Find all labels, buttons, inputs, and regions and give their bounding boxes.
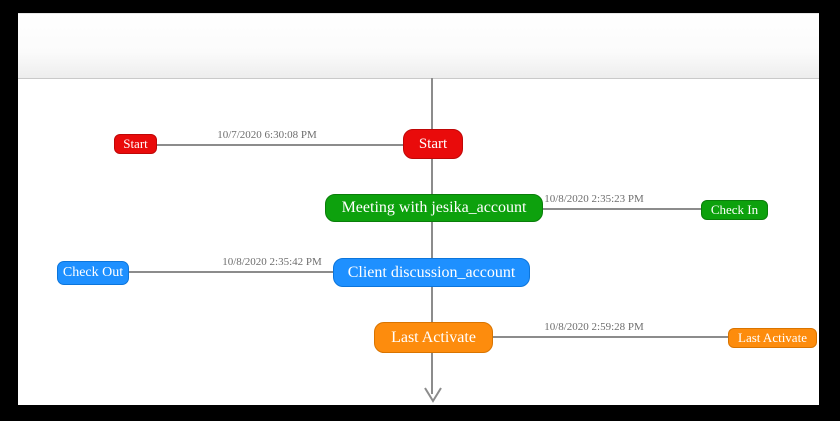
event-node-start[interactable]: Start (403, 129, 463, 159)
event-node-last-activate[interactable]: Last Activate (374, 322, 493, 353)
side-node-check-out[interactable]: Check Out (57, 261, 129, 285)
connector-line (157, 144, 403, 146)
timeline-axis (431, 78, 433, 394)
connector-line (543, 208, 701, 210)
timestamp-label: 10/7/2020 6:30:08 PM (217, 129, 317, 141)
connector-line (493, 336, 728, 338)
side-node-check-in[interactable]: Check In (701, 200, 768, 220)
timestamp-label: 10/8/2020 2:35:23 PM (544, 193, 644, 205)
side-node-start[interactable]: Start (114, 134, 157, 154)
connector-line (129, 271, 333, 273)
event-node-meeting[interactable]: Meeting with jesika_account (325, 194, 543, 222)
side-node-last-activate[interactable]: Last Activate (728, 328, 817, 348)
timestamp-label: 10/8/2020 2:59:28 PM (544, 321, 644, 333)
toolbar-band (18, 13, 819, 79)
timestamp-label: 10/8/2020 2:35:42 PM (222, 256, 322, 268)
event-node-client-discussion[interactable]: Client discussion_account (333, 258, 530, 287)
timeline-arrow-icon (424, 387, 442, 403)
